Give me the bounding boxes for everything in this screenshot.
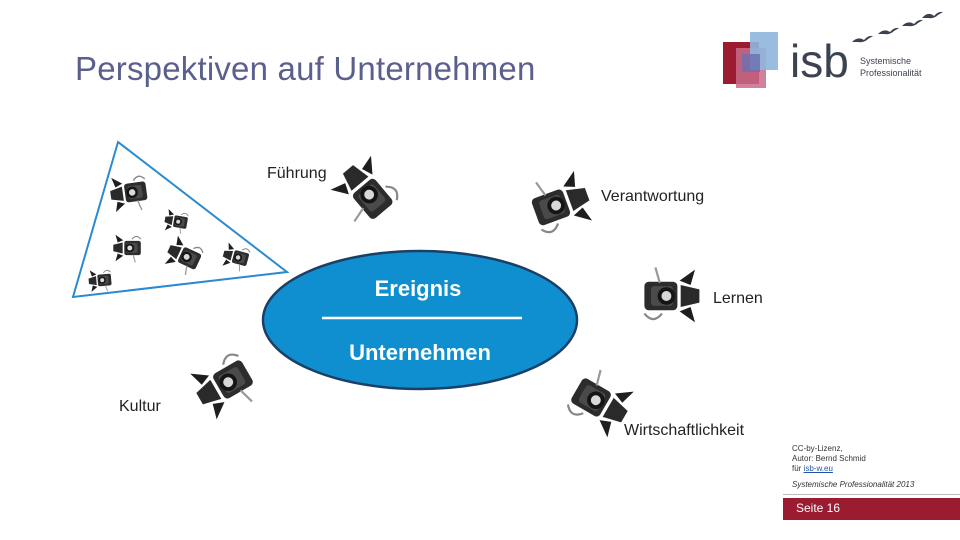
spotlight-icon [324, 151, 405, 231]
spotlight-icon [107, 172, 150, 215]
spotlight-icon [219, 241, 252, 274]
perspective-label-fuehrung: Führung [267, 165, 327, 182]
credit-license: CC-by-Lizenz, [792, 444, 843, 453]
credit-author: Autor: Bernd Schmid [792, 454, 866, 463]
perspective-label-verantwortung: Verantwortung [601, 188, 705, 205]
birds-icon [852, 11, 943, 43]
spotlight-icon [185, 347, 263, 425]
spotlight-icon [524, 166, 598, 239]
logo-subtitle-line1: Systemische [860, 56, 912, 66]
credit-for: für isb-w.eu [792, 464, 833, 473]
spotlight-icon [162, 208, 190, 236]
perspective-label-lernen: Lernen [713, 290, 763, 307]
spotlight-icon [161, 233, 206, 279]
event-ellipse [261, 249, 579, 391]
credit-for-prefix: für [792, 464, 804, 473]
page-number: Seite 16 [796, 501, 841, 515]
ellipse-bottom-label: Unternehmen [349, 340, 491, 365]
credit-link[interactable]: isb-w.eu [803, 464, 833, 473]
page-title: Perspektiven auf Unternehmen [75, 50, 536, 87]
footer-bar [783, 498, 960, 520]
logo-subtitle-line2: Professionalität [860, 68, 922, 78]
ellipse-top-label: Ereignis [374, 276, 462, 301]
perspective-label-kultur: Kultur [119, 398, 161, 415]
logo-square-violet [742, 54, 760, 72]
footer-divider [783, 494, 960, 495]
spotlight-icon [643, 266, 701, 324]
spotlight-icon [112, 234, 142, 263]
spotlight-icon [87, 268, 113, 294]
logo-wordmark: isb [790, 35, 849, 87]
credit-org: Systemische Professionalität 2013 [792, 480, 915, 489]
perspective-label-wirtschaftlichkeit: Wirtschaftlichkeit [624, 422, 745, 439]
isb-logo: isb Systemische Professionalität [720, 8, 950, 94]
group-triangle [71, 140, 290, 299]
